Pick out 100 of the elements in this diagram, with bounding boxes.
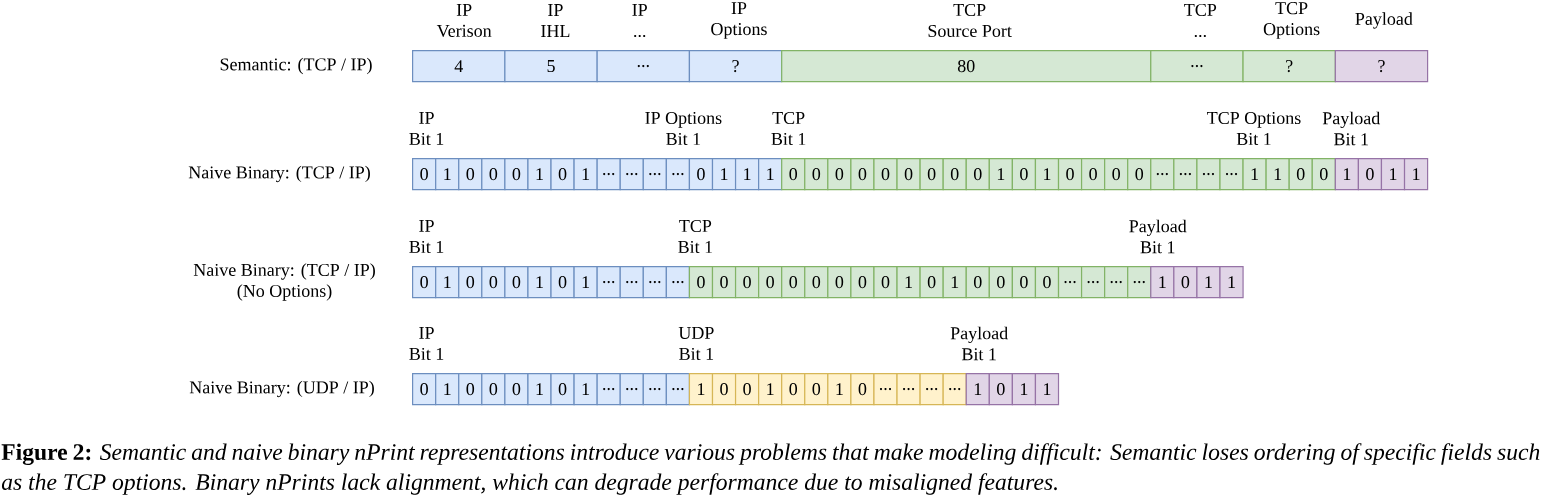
bit-cell: 1 — [1196, 266, 1221, 299]
bit-cell: 1 — [942, 266, 967, 299]
bit-cell: 0 — [827, 266, 852, 299]
bit-cell: 1 — [1150, 266, 1175, 299]
field-label: Payload Bit 1 — [1129, 219, 1187, 254]
field-value-cell: ? — [1242, 50, 1336, 83]
field-label: TCP Bit 1 — [771, 111, 806, 146]
bit-cell: ... — [619, 373, 644, 406]
bit-cell: 0 — [1081, 158, 1106, 191]
bit-cell: 0 — [965, 158, 990, 191]
bit-cell: 1 — [1034, 158, 1060, 191]
bit-cell: 0 — [804, 373, 829, 406]
bit-cell: ... — [873, 373, 898, 406]
bit-cell: 0 — [1127, 158, 1152, 191]
bit-cell: 0 — [550, 373, 575, 406]
bit-cell: 0 — [1011, 158, 1037, 191]
bit-cell: ... — [596, 373, 621, 406]
bit-cell: 0 — [758, 266, 783, 299]
bit-cell: 0 — [1011, 266, 1037, 299]
field-label: IP IHL — [541, 4, 570, 37]
bit-cell: 0 — [873, 158, 898, 191]
field-label: IP Options — [711, 2, 767, 39]
bit-cell: 0 — [504, 158, 529, 191]
bit-cell: 0 — [734, 266, 760, 299]
field-label: TCP Source Port — [928, 3, 1012, 38]
field-label: IP Options Bit 1 — [645, 111, 722, 146]
field-value-cell: ? — [1334, 50, 1429, 83]
field-value-cell: 4 — [412, 50, 506, 83]
bit-cell: 1 — [1219, 266, 1244, 299]
field-label: IP Bit 1 — [409, 112, 444, 145]
field-label: IP Bit 1 — [409, 220, 444, 253]
bit-cell: 1 — [1242, 158, 1267, 191]
bit-cell: ... — [642, 266, 667, 299]
bit-cell: 1 — [1403, 158, 1429, 191]
field-value-cell: ? — [688, 50, 783, 83]
bit-cell: 0 — [458, 373, 483, 406]
bit-cell: 1 — [435, 266, 460, 299]
field-label: TCP ... — [1184, 3, 1217, 38]
bit-cell: ... — [1150, 158, 1175, 191]
bit-cell: 0 — [919, 158, 944, 191]
bit-cell: 1 — [527, 373, 552, 406]
bit-cell: 1 — [758, 373, 783, 406]
bit-cell: 0 — [458, 158, 483, 191]
bit-cell: 0 — [458, 266, 483, 299]
bit-cell: 0 — [804, 158, 829, 191]
bit-cell: 0 — [412, 158, 437, 191]
bit-cell: ... — [1104, 266, 1129, 299]
bit-cell: 1 — [1334, 158, 1359, 191]
field-label: Payload Bit 1 — [1322, 111, 1381, 146]
bit-cell: 1 — [435, 158, 460, 191]
bit-cell: 0 — [1104, 158, 1129, 191]
bit-cell: ... — [1081, 266, 1106, 299]
bit-cell: 0 — [1173, 266, 1198, 299]
bit-cell: 0 — [504, 266, 529, 299]
bit-cell: 0 — [781, 373, 806, 406]
bit-cell: 1 — [988, 158, 1013, 191]
bit-cell: 0 — [412, 373, 437, 406]
bit-cell: 0 — [481, 373, 506, 406]
bit-cell: 0 — [965, 266, 990, 299]
field-label: TCP Bit 1 — [678, 219, 713, 254]
bit-cell: 0 — [896, 158, 921, 191]
bit-cell: ... — [919, 373, 944, 406]
bit-cell: 0 — [1057, 158, 1083, 191]
bit-cell: 0 — [1357, 158, 1383, 191]
bit-cell: 0 — [804, 266, 829, 299]
bit-cell: 0 — [850, 373, 875, 406]
bit-cell: 1 — [527, 266, 552, 299]
bit-cell: 1 — [573, 158, 598, 191]
row-label: Semantic: (TCP / IP) — [220, 57, 372, 75]
bit-cell: 1 — [711, 158, 737, 191]
bit-cell: 0 — [711, 373, 737, 406]
bit-cell: ... — [665, 373, 691, 406]
bit-cell: 0 — [550, 158, 575, 191]
row-label: Naive Binary: (UDP / IP) — [189, 380, 374, 398]
bit-cell: ... — [1173, 158, 1198, 191]
bit-cell: 0 — [873, 266, 898, 299]
bit-cell: 0 — [850, 266, 875, 299]
field-label: IP Verison — [436, 3, 492, 37]
field-label: TCP Options — [1263, 2, 1320, 39]
bit-cell: 0 — [504, 373, 529, 406]
bit-cell: ... — [1057, 266, 1083, 299]
bit-cell: 0 — [481, 158, 506, 191]
bit-cell: ... — [1127, 266, 1152, 299]
bit-cell: 1 — [1034, 373, 1060, 406]
bit-cell: ... — [619, 158, 644, 191]
field-label: TCP Options Bit 1 — [1207, 111, 1301, 146]
bit-cell: ... — [896, 373, 921, 406]
bit-cell: 0 — [412, 266, 437, 299]
bit-cell: 0 — [734, 373, 760, 406]
bit-cell: ... — [642, 373, 667, 406]
bit-cell: ... — [665, 266, 691, 299]
bit-cell: 0 — [850, 158, 875, 191]
bit-cell: 0 — [942, 158, 967, 191]
bit-cell: 0 — [550, 266, 575, 299]
bit-cell: 1 — [688, 373, 714, 406]
bit-cell: 0 — [781, 158, 806, 191]
field-value-cell: ... — [596, 50, 691, 83]
bit-cell: 0 — [827, 158, 852, 191]
bit-cell: 0 — [711, 266, 737, 299]
bit-cell: ... — [665, 158, 691, 191]
